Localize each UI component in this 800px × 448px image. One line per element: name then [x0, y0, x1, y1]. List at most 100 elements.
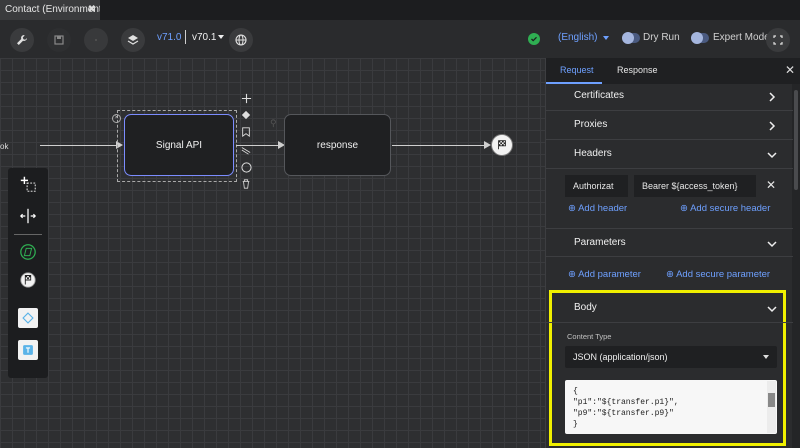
- language-chevron-icon[interactable]: [603, 36, 609, 40]
- version-current[interactable]: v71.0: [157, 32, 182, 43]
- content-type-label: Content Type: [567, 332, 612, 341]
- header-key-field[interactable]: Authorizat: [565, 175, 628, 197]
- delete-node-icon[interactable]: ×: [112, 114, 121, 123]
- chevron-down-icon: [767, 241, 777, 248]
- panel-scrollbar[interactable]: [792, 84, 800, 448]
- proxies-label: Proxies: [574, 119, 608, 130]
- add-secure-parameter-label: Add secure parameter: [676, 269, 771, 280]
- version-select[interactable]: v70.1: [192, 32, 217, 43]
- dry-run-toggle[interactable]: [622, 32, 640, 44]
- check-status-icon: [528, 33, 540, 45]
- add-parameter-label: Add parameter: [578, 269, 641, 280]
- section-proxies[interactable]: Proxies: [546, 111, 793, 140]
- end-node[interactable]: [491, 134, 513, 156]
- layers-button[interactable]: [121, 28, 145, 52]
- chevron-down-icon: [763, 355, 769, 359]
- tab-response[interactable]: Response: [617, 65, 658, 75]
- add-header-link[interactable]: ⊕ Add header: [568, 203, 628, 214]
- close-panel-icon[interactable]: ✕: [784, 63, 795, 77]
- bookmark-icon[interactable]: [240, 126, 252, 138]
- expert-mode-toggle[interactable]: [691, 32, 709, 44]
- undo-button[interactable]: [84, 28, 108, 52]
- save-icon: [54, 35, 64, 45]
- document-tab[interactable]: Contact (Environment ... ✖: [0, 0, 100, 20]
- section-parameters[interactable]: Parameters: [546, 228, 793, 257]
- edge-response-end: [392, 145, 484, 146]
- task-tool-icon[interactable]: [18, 340, 38, 360]
- language-select[interactable]: (English): [558, 32, 598, 43]
- arrow-head: [278, 141, 285, 149]
- section-certificates[interactable]: Certificates: [546, 82, 793, 111]
- section-body[interactable]: Body: [546, 294, 793, 323]
- flow-canvas[interactable]: ok × Signal API response ⚲: [0, 58, 545, 448]
- scrollbar-thumb[interactable]: [794, 90, 798, 190]
- tab-strip: Contact (Environment ... ✖: [0, 0, 800, 20]
- chevron-right-icon: [769, 121, 776, 131]
- add-node-icon[interactable]: [240, 92, 252, 104]
- content-type-select[interactable]: JSON (application/json): [565, 346, 777, 368]
- header-value-field[interactable]: Bearer ${access_token}: [634, 175, 756, 197]
- add-parameter-link[interactable]: ⊕ Add parameter: [568, 269, 641, 280]
- dry-run-label: Dry Run: [643, 32, 680, 43]
- add-secure-parameter-link[interactable]: ⊕ Add secure parameter: [666, 269, 771, 280]
- gateway-icon[interactable]: [240, 109, 252, 121]
- selection-box: [117, 110, 237, 182]
- editor-scrollbar[interactable]: [767, 381, 776, 433]
- body-highlight: [549, 290, 786, 446]
- section-headers[interactable]: Headers: [546, 140, 793, 169]
- properties-panel: Request Response ✕ Certificates Proxies …: [545, 58, 800, 448]
- globe-button[interactable]: [229, 28, 253, 52]
- element-palette: [8, 168, 48, 378]
- code-line: "p1":"${transfer.p1}",: [573, 398, 679, 407]
- expert-mode-label: Expert Mode: [713, 32, 770, 43]
- code-line: }: [573, 420, 578, 429]
- content-type-value: JSON (application/json): [573, 352, 668, 362]
- chevron-down-icon[interactable]: [218, 35, 224, 39]
- trash-icon[interactable]: [240, 178, 252, 190]
- fullscreen-icon: [773, 35, 783, 45]
- add-secure-header-label: Add secure header: [690, 203, 771, 214]
- wrench-button[interactable]: [10, 28, 34, 52]
- certificates-label: Certificates: [574, 90, 625, 101]
- lasso-tool-icon[interactable]: [18, 174, 38, 194]
- edge-signal-response: [236, 145, 278, 146]
- body-label: Body: [574, 302, 597, 313]
- palette-divider: [14, 234, 42, 235]
- parameters-label: Parameters: [574, 237, 626, 248]
- panel-tabs: Request Response ✕: [546, 58, 800, 84]
- node-signal-api-label: Signal API: [155, 139, 203, 151]
- remove-header-icon[interactable]: ✕: [766, 178, 777, 192]
- node-response[interactable]: response: [284, 114, 391, 176]
- gateway-tool-icon[interactable]: [18, 308, 38, 328]
- partial-node-label: ok: [0, 142, 9, 151]
- chevron-down-icon: [767, 306, 777, 313]
- node-signal-api[interactable]: Signal API: [124, 114, 234, 176]
- code-line: "p9":"${transfer.p9}": [573, 409, 674, 418]
- fullscreen-button[interactable]: [766, 28, 790, 52]
- arrow-head: [484, 141, 491, 149]
- version-divider: [185, 30, 186, 44]
- tab-request[interactable]: Request: [560, 65, 594, 75]
- end-event-icon[interactable]: [18, 270, 38, 290]
- close-tab-icon[interactable]: ✖: [87, 4, 96, 15]
- code-line: {: [573, 387, 578, 396]
- checkered-flag-icon: [498, 140, 506, 150]
- toolbar: v71.0 v70.1 (English) Dry Run Expert Mod…: [0, 20, 800, 58]
- chevron-right-icon: [769, 92, 776, 102]
- document-tab-title: Contact (Environment ...: [5, 4, 100, 15]
- headers-label: Headers: [574, 148, 612, 159]
- add-header-label: Add header: [578, 203, 628, 214]
- save-button[interactable]: [47, 28, 71, 52]
- add-secure-header-link[interactable]: ⊕ Add secure header: [680, 203, 771, 214]
- event-circle-icon[interactable]: [240, 161, 252, 173]
- space-tool-icon[interactable]: [18, 206, 38, 226]
- connect-icon[interactable]: [240, 144, 252, 156]
- arrow-head: [116, 141, 123, 149]
- start-event-icon[interactable]: [18, 242, 38, 262]
- body-code-editor[interactable]: { "p1":"${transfer.p1}", "p9":"${transfe…: [565, 380, 777, 434]
- globe-icon: [235, 34, 247, 46]
- more-icon: [95, 39, 97, 41]
- wrench-icon: [17, 35, 27, 45]
- editor-scroll-thumb[interactable]: [768, 393, 775, 407]
- link-icon: ⚲: [270, 118, 277, 128]
